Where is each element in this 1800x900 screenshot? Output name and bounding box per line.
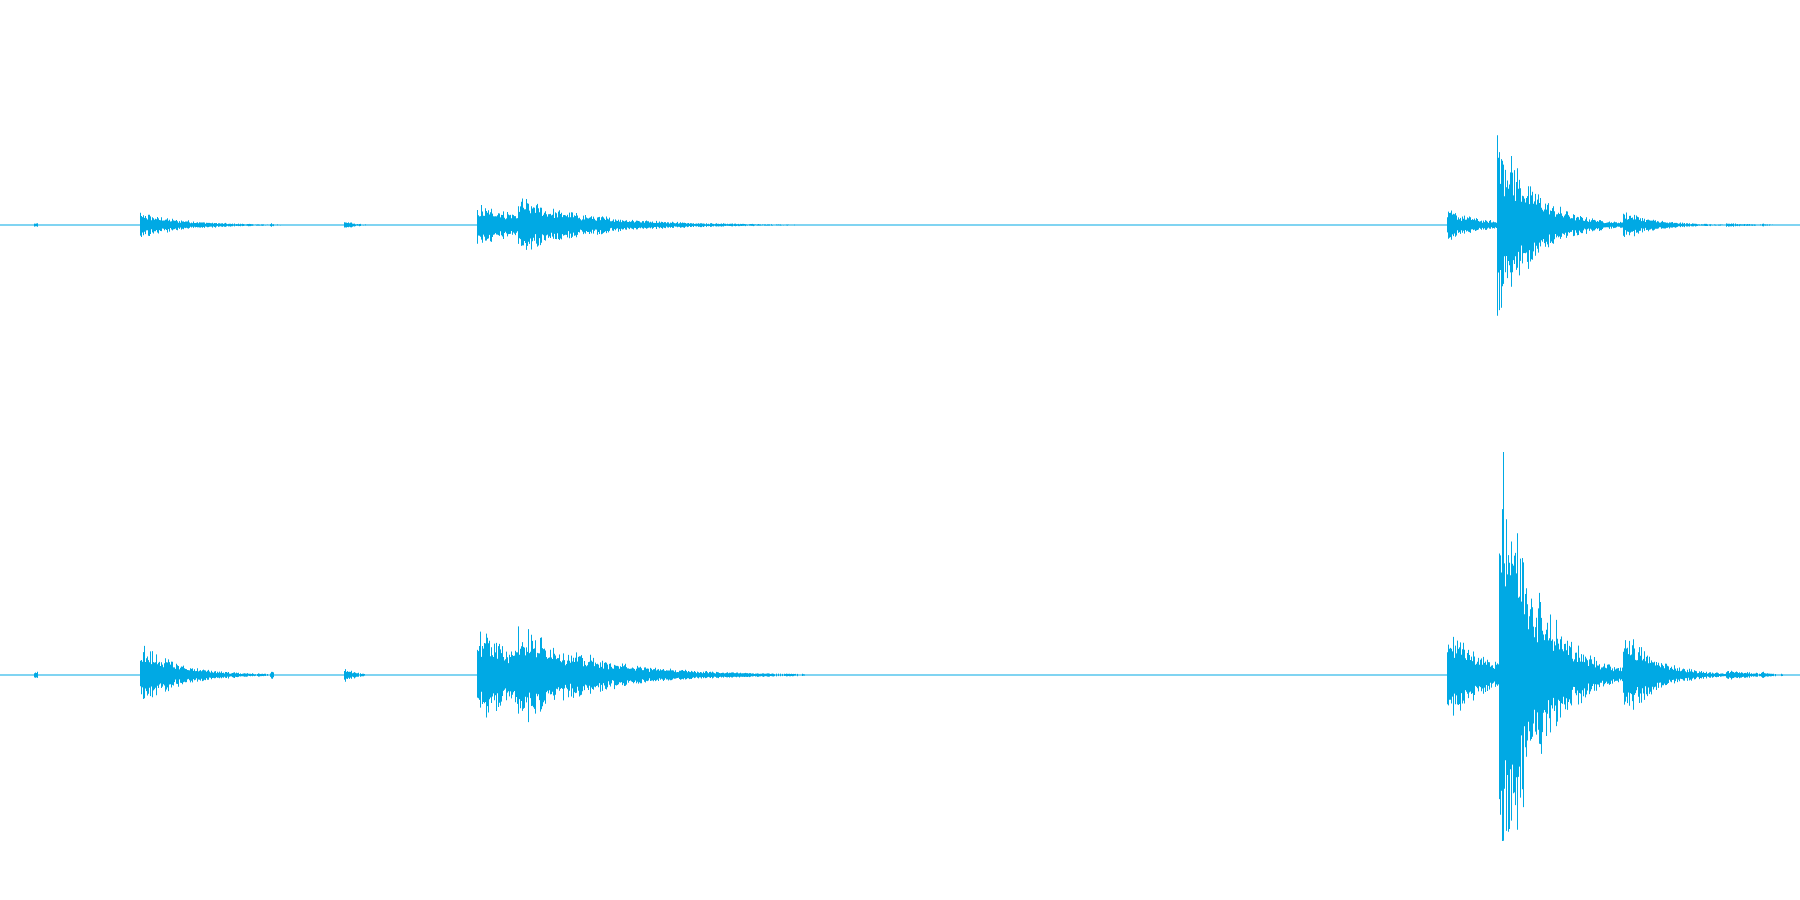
channel-1-waveform	[0, 135, 1800, 316]
waveform-signal	[34, 135, 1779, 316]
waveform-signal	[34, 452, 1783, 841]
channel-2-waveform	[0, 452, 1800, 841]
